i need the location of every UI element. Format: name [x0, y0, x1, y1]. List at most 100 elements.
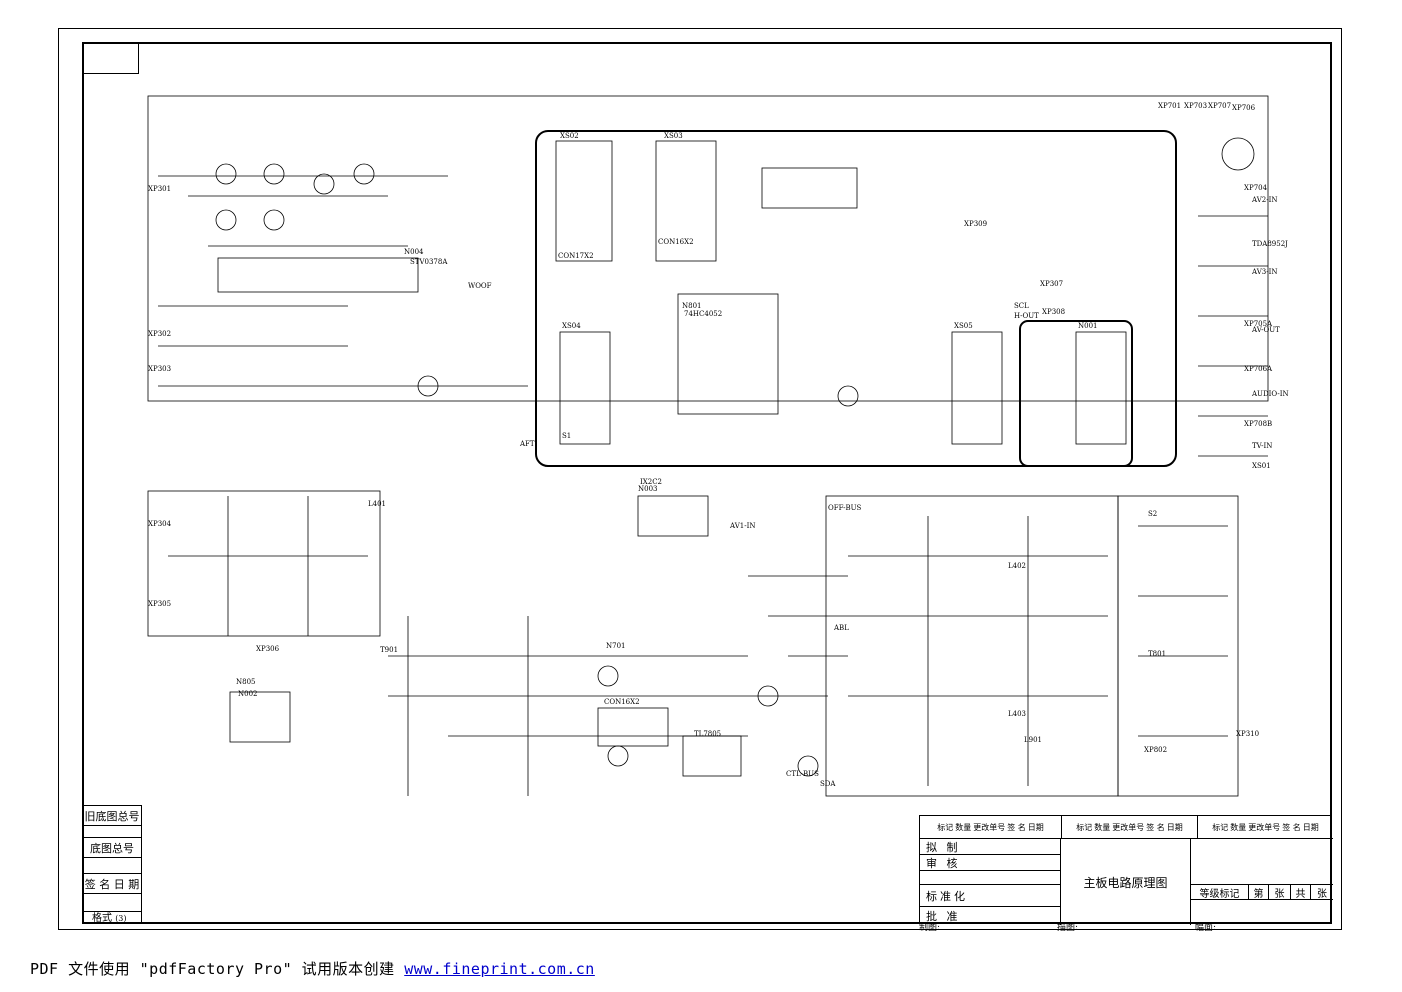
role-draft: 拟 制 — [920, 839, 1061, 855]
role-text: 批 准 — [926, 910, 961, 923]
diagram-label: XP309 — [964, 220, 987, 228]
diagram-label: XP704 — [1244, 184, 1268, 192]
fineprint-link[interactable]: www.fineprint.com.cn — [404, 960, 595, 978]
diagram-label: XP304 — [148, 520, 172, 528]
grade-mark: 等级标记 — [1191, 885, 1249, 900]
sheet-size: 幅面: — [1195, 923, 1217, 933]
role-standardization: 标准化 — [920, 885, 1061, 907]
diagram-label: N805 — [236, 678, 256, 686]
old-base-number-value — [82, 826, 142, 838]
diagram-label: S2 — [1148, 510, 1157, 518]
diagram-label: T801 — [1148, 650, 1166, 658]
header-cell: 更改单号 — [1248, 822, 1281, 832]
diagram-label: ABL — [833, 624, 849, 632]
header-cell: 标记 — [1076, 822, 1093, 832]
diagram-label: XP802 — [1144, 746, 1167, 754]
sheet-unit: 张 — [1269, 885, 1291, 900]
diagram-label: N004 — [404, 248, 424, 256]
header-cell: 签 名 — [1146, 822, 1165, 832]
diagram-label: L403 — [1008, 710, 1026, 718]
diagram-label: XP706A — [1244, 365, 1273, 373]
diagram-label: XP706 — [1232, 104, 1256, 112]
diagram-label: XP703 — [1184, 102, 1207, 110]
schematic-drawing: XP301 XP302 XP303 XP304 XP305 XP306 XP30… — [147, 95, 1289, 797]
pdf-note-text: PDF 文件使用 "pdfFactory Pro" 试用版本创建 — [30, 960, 405, 978]
diagram-label: XS03 — [664, 132, 683, 140]
diagram-label: XP305 — [148, 600, 171, 608]
header-group-3: 标记 数量 更改单号 签 名 日期 — [1197, 816, 1333, 839]
corner-tag-box — [82, 42, 139, 74]
pdf-watermark-note: PDF 文件使用 "pdfFactory Pro" 试用版本创建 www.fin… — [30, 958, 595, 979]
format-value: (3) — [115, 914, 127, 923]
diagram-label: IX2C2 — [640, 478, 662, 486]
diagram-label: AV1-IN — [729, 522, 755, 530]
role-review: 审 核 — [920, 855, 1061, 871]
drawing-inner-frame — [82, 42, 1332, 924]
sign-date-value — [82, 894, 142, 912]
role-text: 拟 制 — [926, 840, 961, 854]
drawn-by: 制图: — [919, 923, 941, 933]
sheet-number-label: 第 — [1249, 885, 1269, 900]
diagram-label: STV0378A — [410, 258, 448, 266]
header-cell: 标记 — [1212, 822, 1229, 832]
sign-date-label: 签 名 日 期 — [82, 874, 142, 894]
header-group-1: 标记 数量 更改单号 签 名 日期 — [920, 816, 1061, 839]
diagram-label: SDA — [820, 780, 836, 788]
diagram-label: AV2-IN — [1251, 196, 1277, 204]
drawing-title: 主板电路原理图 — [1061, 839, 1191, 925]
diagram-label: N701 — [606, 642, 626, 650]
format-label: 格式 (3) — [92, 909, 127, 924]
base-number-value — [82, 858, 142, 874]
side-revision-table: 旧底图总号 底图总号 签 名 日 期 — [82, 805, 142, 924]
diagram-label: L402 — [1008, 562, 1026, 570]
role-blank — [920, 871, 1061, 885]
header-cell: 日期 — [1166, 822, 1183, 832]
diagram-label: N003 — [638, 485, 658, 493]
header-cell: 数量 — [955, 822, 972, 832]
diagram-label: S1 — [562, 432, 571, 440]
diagram-label: N002 — [238, 690, 258, 698]
diagram-label: XP306 — [256, 645, 280, 653]
diagram-label: XS04 — [562, 322, 581, 330]
title-block: 标记 数量 更改单号 签 名 日期 标记 数量 更改单号 签 名 日期 标记 数… — [919, 815, 1333, 925]
diagram-label: CTL-BUS — [786, 770, 819, 778]
role-column: 拟 制 审 核 标准化 批 准 — [920, 839, 1061, 925]
diagram-label: AV-OUT — [1251, 326, 1280, 334]
total-label: 共 — [1291, 885, 1311, 900]
header-cell: 签 名 — [1007, 822, 1026, 832]
diagram-label: XP701 — [1158, 102, 1181, 110]
diagram-label: CON16X2 — [658, 238, 694, 246]
diagram-label: N001 — [1078, 322, 1098, 330]
title-footer: 制图: 描图: 幅面: — [919, 920, 1333, 933]
diagram-label: XP708B — [1244, 420, 1272, 428]
diagram-label: XP705A — [1244, 320, 1273, 328]
diagram-label: XP310 — [1236, 730, 1259, 738]
format-label-text: 格式 — [92, 913, 112, 924]
diagram-label: AUDIO-IN — [1251, 390, 1289, 398]
diagram-label: XP301 — [148, 185, 171, 193]
drawing-outer-frame — [58, 28, 1342, 930]
diagram-label: L901 — [1024, 736, 1042, 744]
diagram-label: T901 — [380, 646, 398, 654]
header-cell: 签 名 — [1282, 822, 1301, 832]
header-cell: 标记 — [937, 822, 954, 832]
header-cell: 更改单号 — [1112, 822, 1145, 832]
diagram-label: AV3-IN — [1251, 268, 1277, 276]
diagram-label: 74HC4052 — [684, 310, 722, 318]
header-cell: 日期 — [1302, 822, 1319, 832]
role-text: 审 核 — [926, 856, 961, 870]
diagram-label: XP707 — [1208, 102, 1231, 110]
header-group-2: 标记 数量 更改单号 签 名 日期 — [1061, 816, 1197, 839]
header-cell: 数量 — [1094, 822, 1111, 832]
diagram-label: XS02 — [560, 132, 579, 140]
diagram-label: OFF-BUS — [828, 504, 862, 512]
diagram-label: SCL — [1014, 302, 1029, 310]
header-cell: 数量 — [1230, 822, 1247, 832]
diagram-label: TV-IN — [1252, 442, 1272, 450]
diagram-label: XS01 — [1252, 462, 1271, 470]
diagram-label: N801 — [682, 302, 702, 310]
diagram-label: CON17X2 — [558, 252, 594, 260]
traced-by: 描图: — [1057, 923, 1079, 933]
diagram-label: H-OUT — [1014, 312, 1039, 320]
diagram-label: CON16X2 — [604, 698, 640, 706]
